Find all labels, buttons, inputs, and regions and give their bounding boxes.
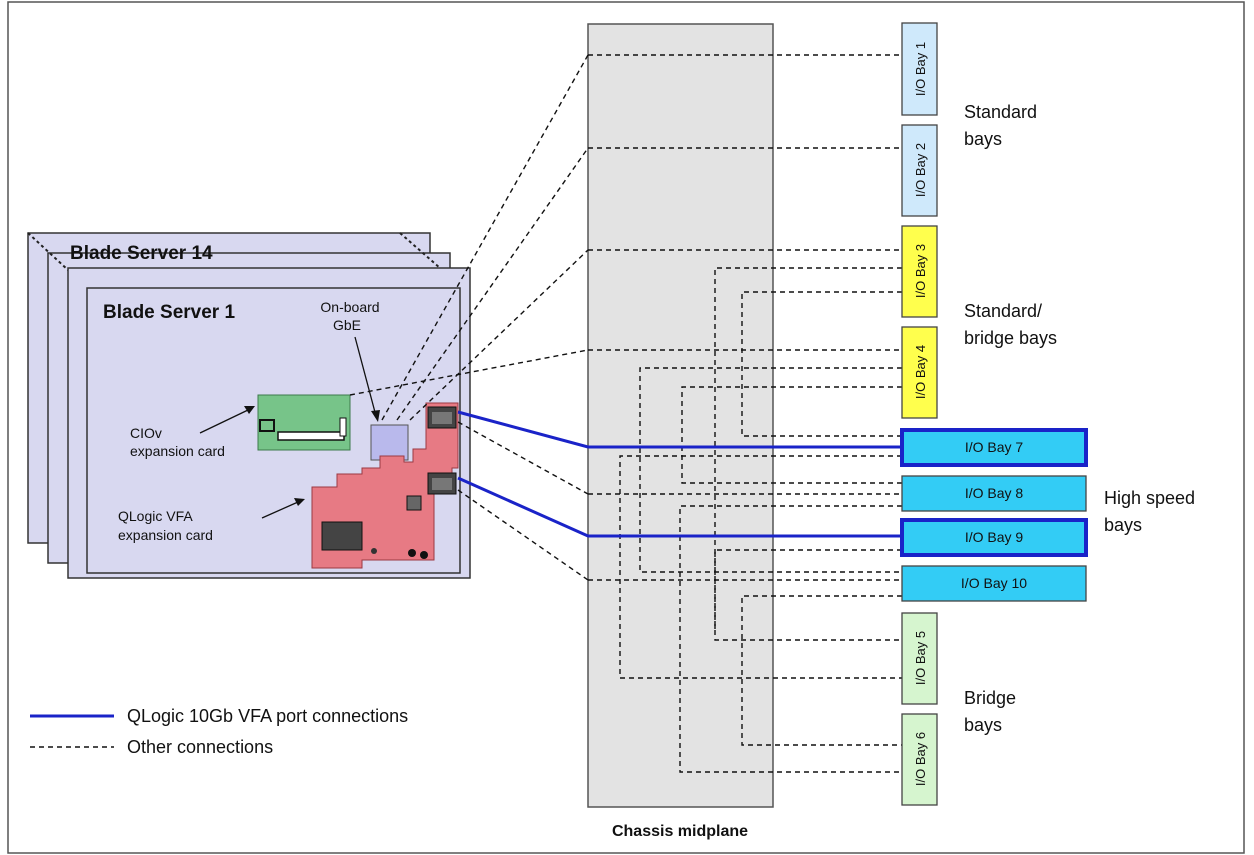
onboard-gbe-pointer bbox=[354, 336, 377, 417]
dashed-connection bbox=[396, 147, 589, 421]
io-bay-7: I/O Bay 7 bbox=[900, 428, 1088, 467]
dashed-connection bbox=[457, 421, 589, 495]
arrowhead bbox=[371, 410, 380, 422]
qlogic-port-2-inner bbox=[432, 478, 452, 490]
vfa-port-connections bbox=[457, 410, 902, 538]
io-bay-8-box bbox=[901, 475, 1087, 512]
qlogic-component bbox=[371, 548, 377, 554]
io-bay-7-label: I/O Bay 7 bbox=[965, 439, 1024, 455]
qlogic-small-chip bbox=[406, 495, 422, 511]
high-speed-bays-label-line2: bays bbox=[1104, 515, 1142, 535]
blade-server-stack: Blade Server 14 Blade Server 1 On-board … bbox=[27, 232, 471, 579]
io-bay-6-label: I/O Bay 6 bbox=[913, 732, 928, 786]
qlogic-label-line2: expansion card bbox=[118, 527, 213, 543]
io-bay-10-box bbox=[901, 565, 1087, 602]
io-bay-9-label: I/O Bay 9 bbox=[965, 529, 1024, 545]
arrowhead bbox=[244, 406, 255, 414]
ciov-pointer bbox=[199, 409, 249, 434]
ciov-slot-end bbox=[339, 417, 347, 437]
onboard-gbe-label-line2: GbE bbox=[333, 317, 361, 333]
dashed-routing bbox=[681, 386, 902, 484]
legend-dashed-label: Other connections bbox=[127, 737, 273, 757]
ciov-connector bbox=[259, 419, 275, 432]
io-bay-7-box bbox=[900, 428, 1088, 467]
ciov-slot bbox=[277, 431, 345, 441]
high-speed-bays-label-line1: High speed bbox=[1104, 488, 1195, 508]
dashed-connection bbox=[349, 349, 589, 396]
dashed-connection bbox=[381, 54, 589, 421]
standard-bays-label-line2: bays bbox=[964, 129, 1002, 149]
io-bay-5: I/O Bay 5 bbox=[901, 612, 938, 705]
io-bay-1-label: I/O Bay 1 bbox=[913, 42, 928, 96]
io-bay-5-label: I/O Bay 5 bbox=[913, 631, 928, 685]
io-bay-3-box bbox=[901, 225, 938, 318]
io-bay-2-box bbox=[901, 124, 938, 217]
stack-perspective-line bbox=[399, 232, 441, 269]
onboard-gbe-label-line1: On-board bbox=[320, 299, 379, 315]
dashed-routing bbox=[714, 267, 902, 641]
ciov-label-line2: expansion card bbox=[130, 443, 225, 459]
io-bay-2: I/O Bay 2 bbox=[901, 124, 938, 217]
qlogic-port-1-inner bbox=[432, 412, 452, 424]
io-bay-6: I/O Bay 6 bbox=[901, 713, 938, 806]
io-bay-9-box bbox=[900, 518, 1088, 557]
dashed-routing bbox=[741, 595, 902, 746]
io-bay-4-label: I/O Bay 4 bbox=[913, 345, 928, 399]
blade-server-14-label: Blade Server 14 bbox=[70, 243, 213, 264]
standard-bridge-bays-label-line1: Standard/ bbox=[964, 301, 1042, 321]
qlogic-component bbox=[408, 549, 416, 557]
midplane-label: Chassis midplane bbox=[612, 823, 748, 840]
ciov-card bbox=[257, 394, 351, 451]
io-bay-10-label: I/O Bay 10 bbox=[961, 575, 1027, 591]
io-bay-8: I/O Bay 8 bbox=[901, 475, 1087, 512]
io-bay-9: I/O Bay 9 bbox=[900, 518, 1088, 557]
qlogic-label-line1: QLogic VFA bbox=[118, 508, 193, 524]
io-bay-10: I/O Bay 10 bbox=[901, 565, 1087, 602]
qlogic-pointer bbox=[261, 501, 299, 519]
legend-solid-label: QLogic 10Gb VFA port connections bbox=[127, 706, 408, 726]
standard-bays-label-line1: Standard bbox=[964, 102, 1037, 122]
io-bay-3: I/O Bay 3 bbox=[901, 225, 938, 318]
io-bay-2-label: I/O Bay 2 bbox=[913, 143, 928, 197]
arrowhead bbox=[294, 498, 305, 506]
legend: QLogic 10Gb VFA port connections Other c… bbox=[30, 706, 408, 757]
io-bay-3-label: I/O Bay 3 bbox=[913, 244, 928, 298]
vfa-connection-bay9 bbox=[457, 476, 902, 538]
dashed-routing bbox=[639, 367, 902, 573]
io-bay-1-box bbox=[901, 22, 938, 116]
other-connections bbox=[349, 54, 902, 773]
bridge-bays-label-line1: Bridge bbox=[964, 688, 1016, 708]
io-bay-4-box bbox=[901, 326, 938, 419]
onboard-gbe-chip bbox=[370, 424, 409, 461]
standard-bridge-bays-label-line2: bridge bays bbox=[964, 328, 1057, 348]
bridge-bays-label-line2: bays bbox=[964, 715, 1002, 735]
io-bay-6-box bbox=[901, 713, 938, 806]
io-bay-4: I/O Bay 4 bbox=[901, 326, 938, 419]
vfa-connection-bay7 bbox=[457, 410, 902, 449]
qlogic-component bbox=[420, 551, 428, 559]
ciov-label-line1: CIOv bbox=[130, 425, 162, 441]
blade-server-1-label: Blade Server 1 bbox=[103, 302, 235, 323]
dashed-routing bbox=[679, 505, 902, 773]
io-bay-8-label: I/O Bay 8 bbox=[965, 485, 1024, 501]
qlogic-chip bbox=[321, 521, 363, 551]
io-bay-1: I/O Bay 1 bbox=[901, 22, 938, 116]
io-bay-5-box bbox=[901, 612, 938, 705]
